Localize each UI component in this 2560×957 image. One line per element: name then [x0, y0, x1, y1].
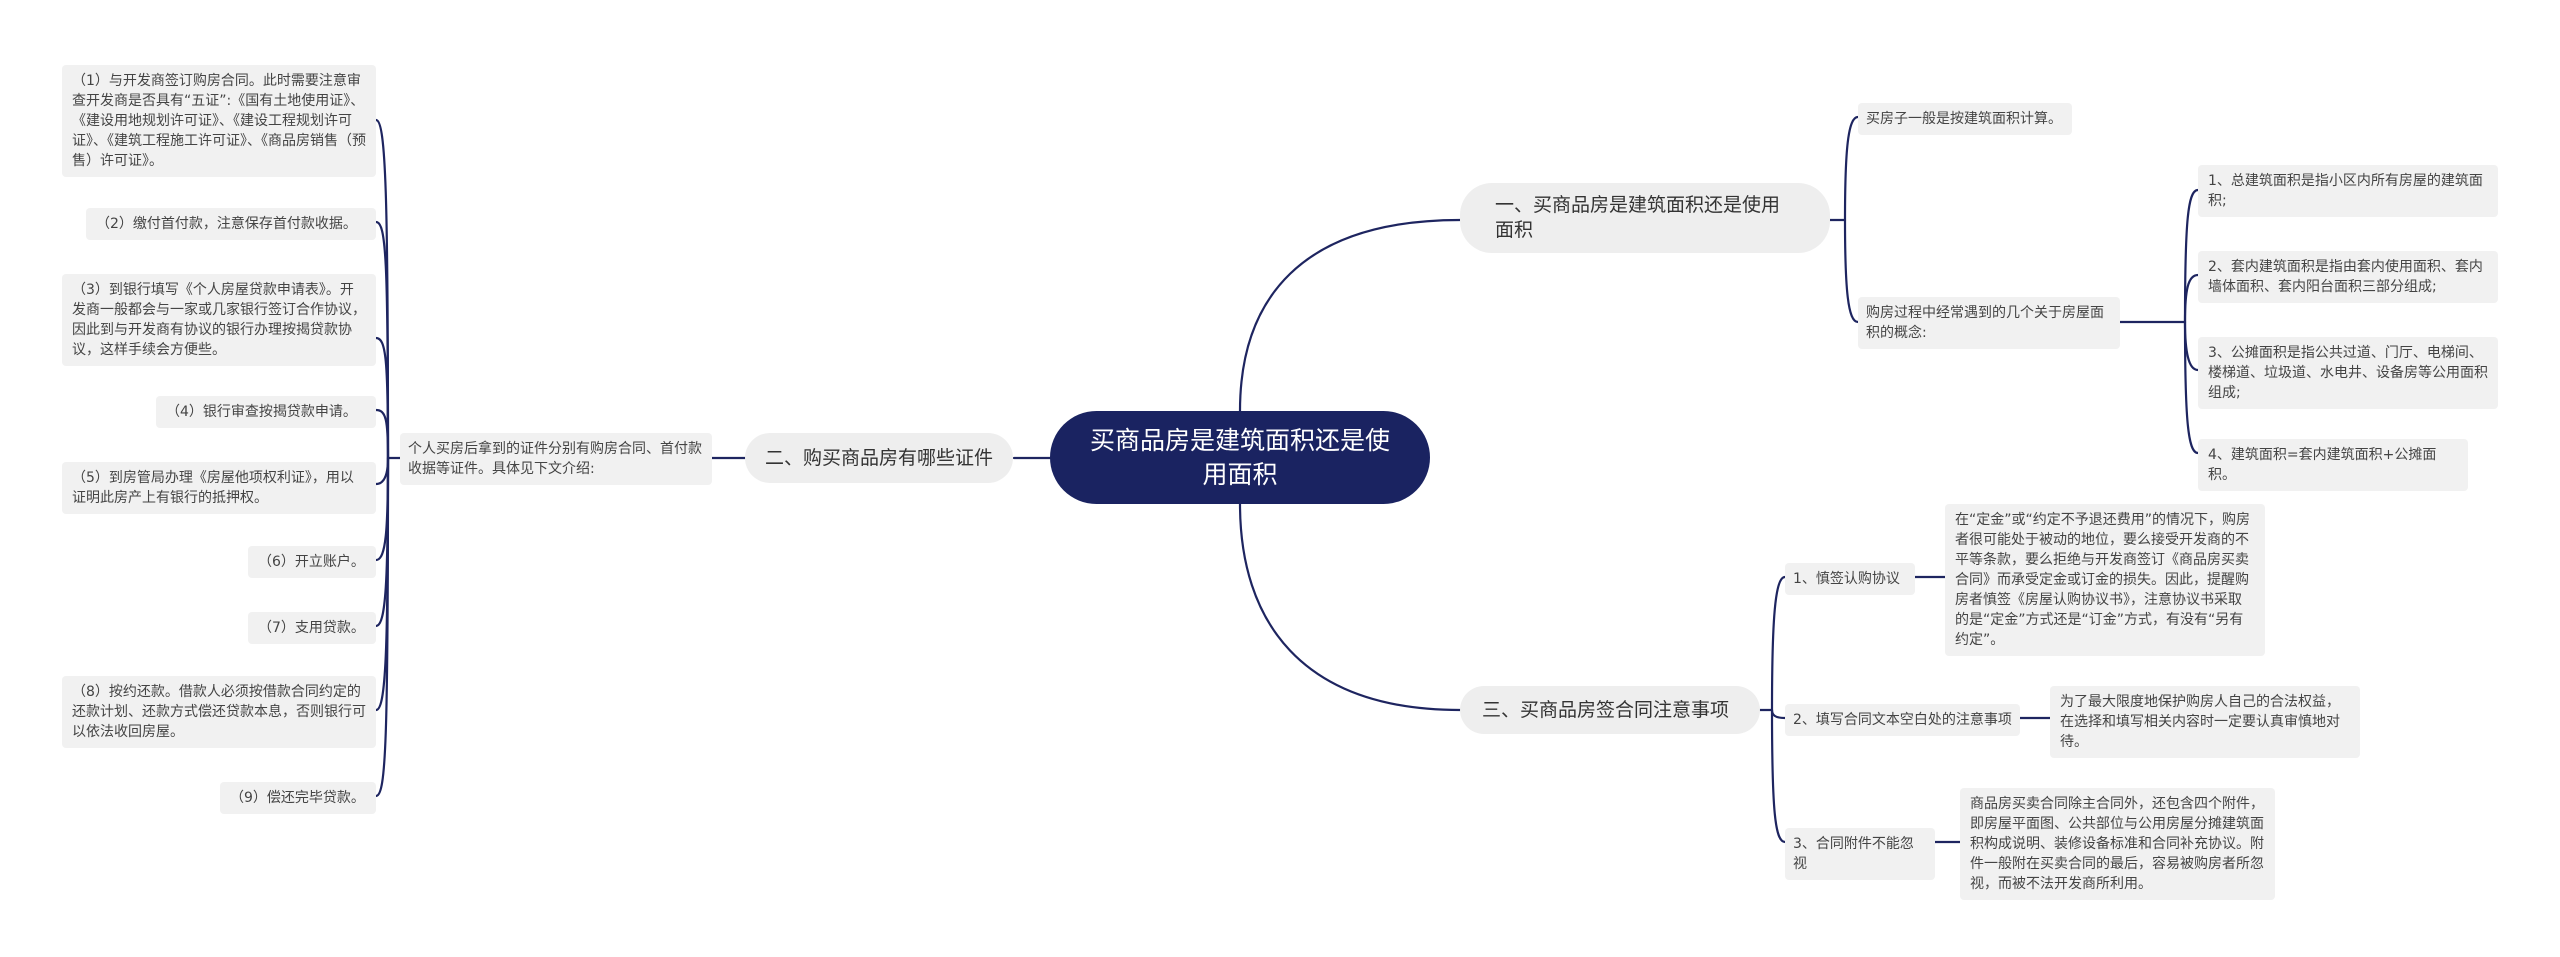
b3-item-detail[interactable]: 为了最大限度地保护购房人自己的合法权益，在选择和填写相关内容时一定要认真审慎地对…: [2050, 686, 2360, 758]
b3-item-label[interactable]: 2、填写合同文本空白处的注意事项: [1785, 704, 2020, 736]
b3-item-label[interactable]: 1、慎签认购协议: [1785, 563, 1915, 595]
link-b1-concepts: [1843, 218, 1860, 324]
link-root-branch3: [1238, 502, 1462, 712]
branch-certificates[interactable]: 二、购买商品房有哪些证件: [745, 433, 1013, 483]
step-item[interactable]: （9）偿还完毕贷款。: [220, 782, 376, 814]
link-i1: [1770, 575, 1787, 712]
root-topic[interactable]: 买商品房是建筑面积还是使用面积: [1050, 411, 1430, 504]
link-c1: [2183, 188, 2200, 324]
step-item[interactable]: （1）与开发商签订购房合同。此时需要注意审查开发商是否具有“五证”:《国有土地使…: [62, 65, 376, 177]
link-root-branch1: [1238, 218, 1462, 413]
b2-intro[interactable]: 个人买房后拿到的证件分别有购房合同、首付款收据等证件。具体见下文介绍:: [400, 433, 712, 485]
branch-building-area[interactable]: 一、买商品房是建筑面积还是使用面积: [1460, 183, 1830, 253]
step-item[interactable]: （4）银行审查按揭贷款申请。: [156, 396, 376, 428]
b3-item-detail[interactable]: 在“定金”或“约定不予退还费用”的情况下，购房者很可能处于被动的地位，要么接受开…: [1945, 504, 2265, 656]
link-b1-note: [1843, 115, 1860, 222]
step-item[interactable]: （8）按约还款。借款人必须按借款合同约定的还款计划、还款方式偿还贷款本息，否则银…: [62, 676, 376, 748]
link-i3: [1770, 708, 1787, 844]
link-s5: [374, 456, 390, 486]
link-s4: [374, 408, 390, 460]
concept-item[interactable]: 1、总建筑面积是指小区内所有房屋的建筑面积;: [2198, 165, 2498, 217]
link-s9: [374, 456, 390, 798]
step-item[interactable]: （2）缴付首付款，注意保存首付款收据。: [86, 208, 376, 240]
link-s3: [374, 336, 390, 460]
b3-item-detail[interactable]: 商品房买卖合同除主合同外，还包含四个附件，即房屋平面图、公共部位与公用房屋分摊建…: [1960, 788, 2275, 900]
concept-item[interactable]: 3、公摊面积是指公共过道、门厅、电梯间、楼梯道、垃圾道、水电井、设备房等公用面积…: [2198, 337, 2498, 409]
concept-item[interactable]: 4、建筑面积=套内建筑面积+公摊面积。: [2198, 439, 2468, 491]
step-item[interactable]: （7）支用贷款。: [248, 612, 376, 644]
b1-concepts-label[interactable]: 购房过程中经常遇到的几个关于房屋面积的概念:: [1858, 297, 2120, 349]
link-c4: [2183, 320, 2200, 455]
concept-item[interactable]: 2、套内建筑面积是指由套内使用面积、套内墙体面积、套内阳台面积三部分组成;: [2198, 251, 2498, 303]
step-item[interactable]: （5）到房管局办理《房屋他项权利证》，用以证明此房产上有银行的抵押权。: [62, 462, 376, 514]
step-item[interactable]: （6）开立账户。: [248, 546, 376, 578]
link-i2: [1770, 708, 1787, 720]
link-c3: [2183, 320, 2200, 372]
step-item[interactable]: （3）到银行填写《个人房屋贷款申请表》。开发商一般都会与一家或几家银行签订合作协…: [62, 274, 376, 366]
link-c2: [2183, 273, 2200, 324]
branch-contract-notes[interactable]: 三、买商品房签合同注意事项: [1460, 686, 1760, 734]
b1-note[interactable]: 买房子一般是按建筑面积计算。: [1858, 103, 2072, 135]
b3-item-label[interactable]: 3、合同附件不能忽视: [1785, 828, 1935, 880]
